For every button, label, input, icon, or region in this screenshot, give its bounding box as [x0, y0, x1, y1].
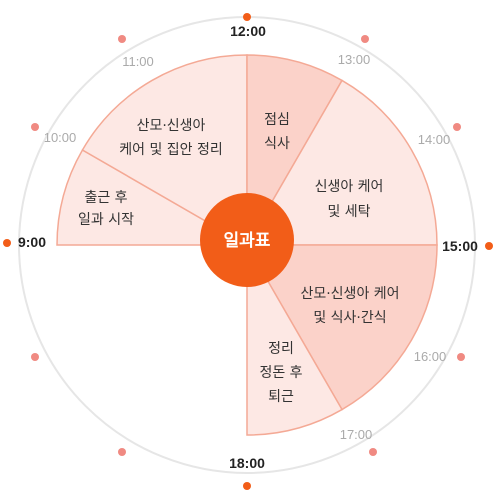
segment-care-clean-wedge	[81, 54, 248, 247]
segment-arrive: 출근 후 일과 시작	[56, 148, 250, 246]
segment-arrive-line2: 일과 시작	[78, 212, 134, 228]
hour-dot-13	[361, 35, 369, 43]
segment-arrive-line1: 출근 후	[84, 190, 127, 206]
hour-label-13: 13:00	[338, 52, 371, 67]
segment-leave-line1: 정리	[268, 341, 294, 357]
hour-dot-14	[453, 123, 461, 131]
hour-dot-17	[369, 448, 377, 456]
hour-dot-19	[118, 448, 126, 456]
center-title: 일과표	[224, 231, 271, 251]
hour-dot-18	[243, 482, 251, 490]
hour-label-18: 18:00	[229, 455, 265, 471]
hour-label-14: 14:00	[418, 132, 451, 147]
hour-label-12: 12:00	[230, 23, 266, 39]
hour-dot-11	[118, 35, 126, 43]
segment-meal-snack-line2: 및 식사·간식	[313, 310, 386, 326]
segment-leave: 정리 정돈 후 퇴근	[246, 242, 344, 436]
segment-arrive-wedge	[56, 148, 250, 246]
segment-newborn: 신생아 케어 및 세탁	[245, 79, 438, 246]
segment-newborn-line1: 신생아 케어	[315, 179, 384, 195]
segment-meal-snack-line1: 산모·신생아 케어	[300, 286, 399, 302]
hour-dot-10	[31, 123, 39, 131]
hour-dot-16	[457, 353, 465, 361]
segment-newborn-line2: 및 세탁	[327, 204, 370, 220]
center-badge	[200, 193, 294, 287]
hour-dot-9	[3, 239, 11, 247]
segment-care-clean-line2: 케어 및 집안 정리	[119, 142, 223, 158]
hour-label-17: 17:00	[340, 427, 373, 442]
segment-leave-wedge	[246, 242, 344, 436]
hour-labels: 12:00 13:00 14:00 15:00 16:00 17:00 18:0…	[18, 23, 478, 471]
segment-newborn-wedge	[245, 79, 438, 246]
hour-dots	[3, 13, 493, 490]
hour-label-16: 16:00	[414, 349, 447, 364]
hour-label-15: 15:00	[442, 238, 478, 254]
segment-meal-snack-wedge	[245, 244, 438, 411]
segment-leave-line2: 정돈 후	[259, 365, 302, 381]
segment-care-clean-line1: 산모·신생아	[137, 118, 206, 134]
segment-lunch-line1: 점심	[264, 112, 290, 128]
segment-lunch: 점심 식사	[246, 54, 344, 248]
hour-dot-20	[31, 353, 39, 361]
segment-lunch-wedge	[246, 54, 344, 248]
hour-label-11: 11:00	[122, 54, 154, 69]
segment-leave-line3: 퇴근	[268, 389, 294, 405]
segment-meal-snack: 산모·신생아 케어 및 식사·간식	[245, 244, 438, 411]
hour-dot-15	[485, 242, 493, 250]
segment-care-clean: 산모·신생아 케어 및 집안 정리	[81, 54, 248, 247]
hour-dot-12	[243, 13, 251, 21]
segment-lunch-line2: 식사	[264, 136, 290, 152]
hour-label-9: 9:00	[18, 234, 46, 250]
hour-label-10: 10:00	[44, 130, 77, 145]
